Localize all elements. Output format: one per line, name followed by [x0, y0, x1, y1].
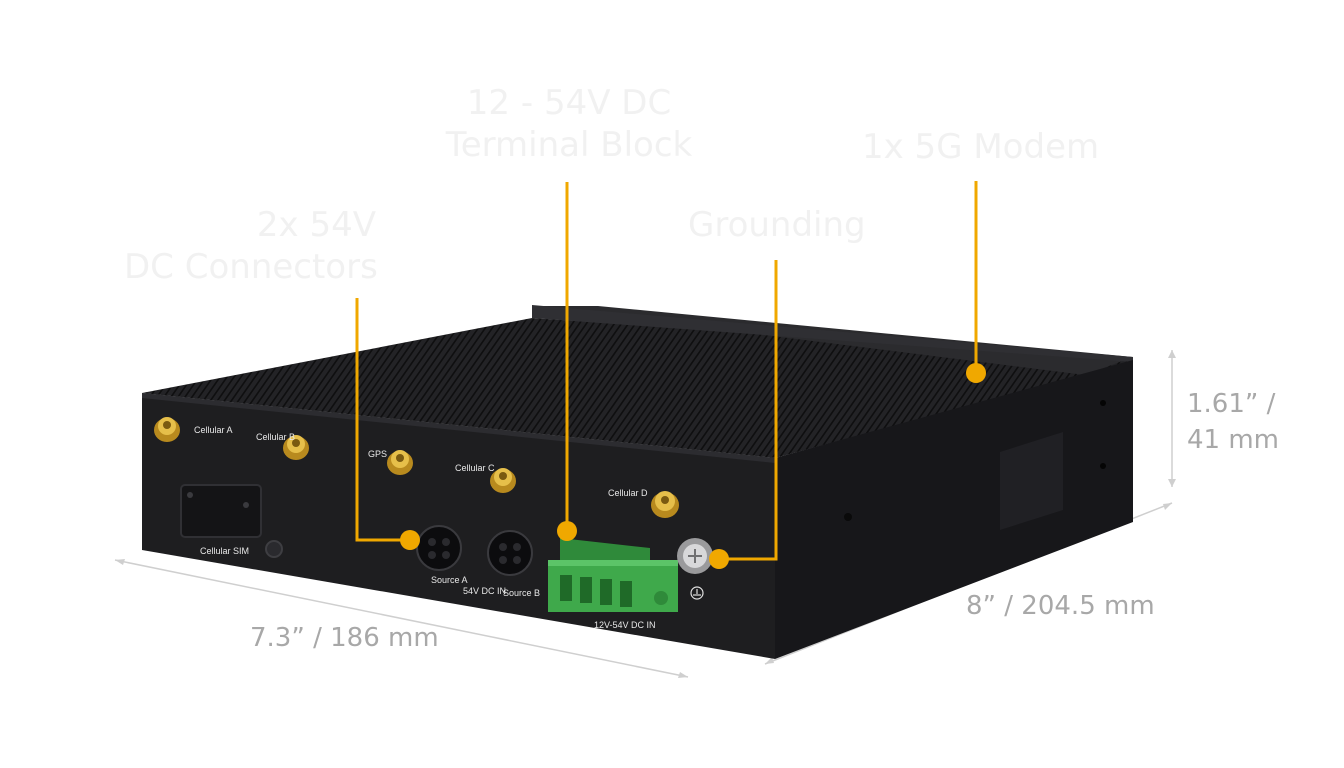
port-label-cellular-d: Cellular D	[608, 488, 648, 498]
port-label-cellular-sim: Cellular SIM	[200, 546, 250, 556]
port-label-gps: GPS	[368, 449, 388, 459]
callout-terminal-block-line1: 12 - 54V DC	[466, 83, 672, 123]
callout-leader-terminal-block	[557, 182, 577, 541]
width-dimension-line	[114, 559, 689, 678]
dimension-height-line1: 1.61” /	[1187, 389, 1276, 419]
port-label-54v-dc-in: 54V DC IN	[463, 586, 507, 596]
heatsink-top	[142, 318, 1133, 458]
port-label-cellular-b: Cellular B	[256, 432, 296, 442]
callout-leader-grounding	[709, 260, 778, 569]
antenna-cellular-d	[651, 491, 679, 518]
port-label-source-a: Source A	[431, 575, 468, 585]
chassis-side	[775, 360, 1133, 659]
dimension-width: 7.3” / 186 mm	[250, 623, 439, 653]
antenna-gps	[387, 450, 413, 475]
callout-grounding-line1: Grounding	[688, 205, 866, 245]
callout-terminal-block: 12 - 54V DC Terminal Block	[438, 82, 700, 166]
dimension-height: 1.61” / 41 mm	[1187, 386, 1279, 458]
callout-modem: 1x 5G Modem	[862, 126, 1099, 168]
antenna-cellular-a	[154, 417, 180, 442]
port-label-source-b: Source B	[503, 588, 541, 598]
callout-terminal-block-line2: Terminal Block	[445, 125, 693, 165]
callout-dc-connectors: 2x 54V DC Connectors	[124, 204, 378, 288]
callout-dc-connectors-line1: 2x 54V	[256, 205, 376, 245]
callout-leader-modem	[966, 181, 986, 383]
dc-connector-source-a	[416, 525, 462, 571]
dimension-height-line2: 41 mm	[1187, 425, 1280, 455]
sim-tray	[180, 484, 262, 538]
dc-connector-source-b	[487, 530, 533, 576]
callout-leader-dc-connectors	[355, 298, 420, 550]
callout-dc-connectors-line2: DC Connectors	[124, 247, 378, 287]
antenna-cellular-b	[283, 435, 309, 460]
antenna-cellular-c	[490, 468, 516, 493]
callout-modem-line1: 1x 5G Modem	[862, 127, 1100, 167]
port-label-cellular-a: Cellular A	[194, 425, 233, 435]
port-label-cellular-c: Cellular C	[455, 463, 495, 473]
dimension-depth: 8” / 204.5 mm	[966, 591, 1155, 621]
port-label-12v-54v-dc-in: 12V-54V DC IN	[594, 620, 656, 630]
grounding-screw	[677, 538, 713, 600]
terminal-block	[548, 538, 678, 612]
callout-grounding: Grounding	[688, 204, 866, 246]
